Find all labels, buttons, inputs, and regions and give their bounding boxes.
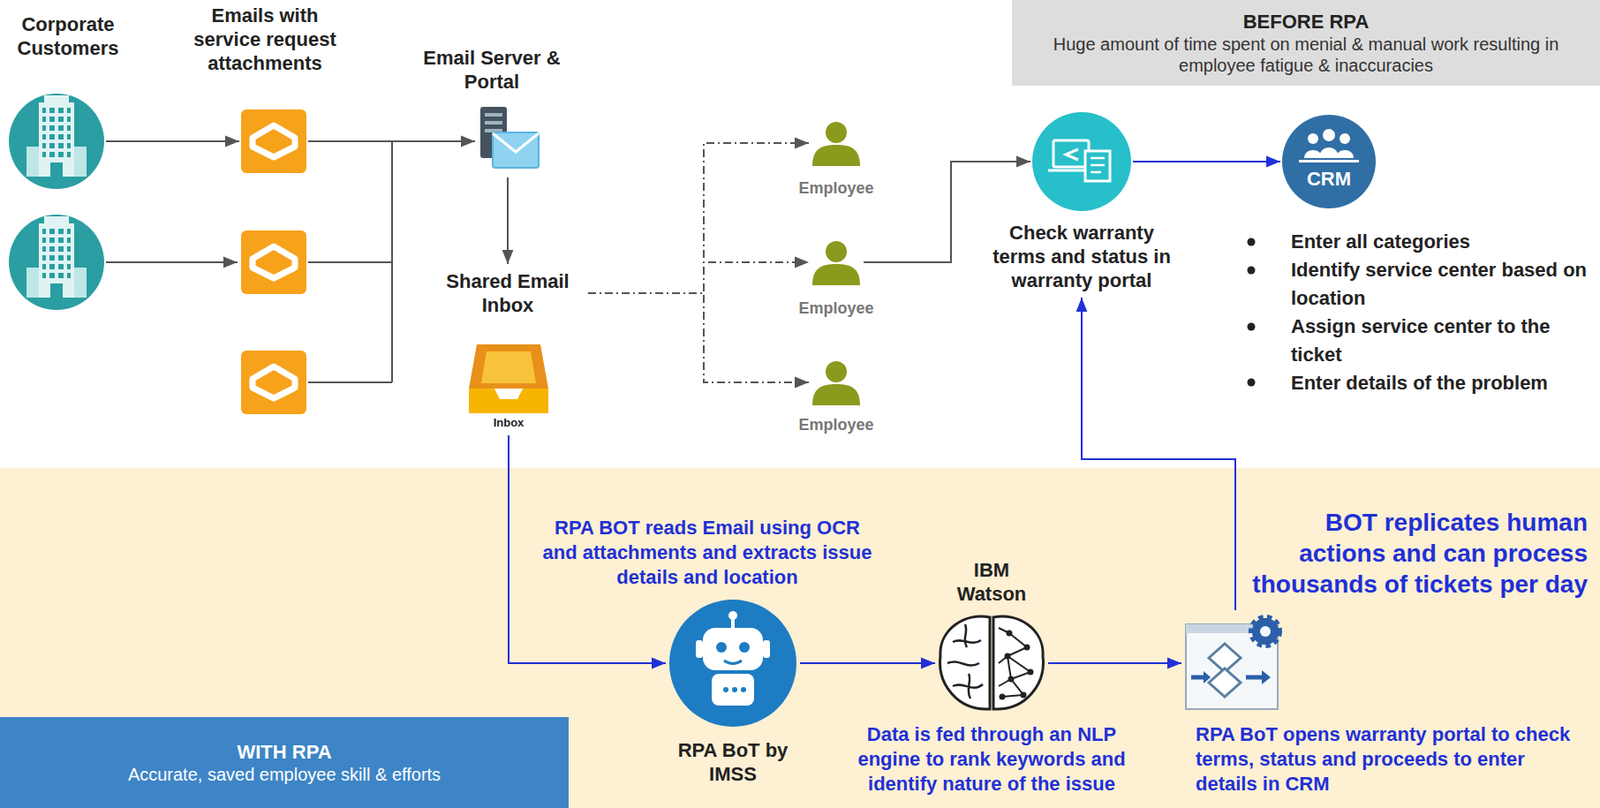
flow-connector xyxy=(1132,160,1281,163)
panel-body: Huge amount of time spent on menial & ma… xyxy=(1024,33,1588,76)
panel-heading: BEFORE RPA xyxy=(1243,9,1370,34)
email-icon: Emails with service request attachments xyxy=(241,109,307,174)
node-label: Employee xyxy=(778,298,894,318)
rpa-bot: RPA BoT by IMSS xyxy=(667,597,799,729)
edge-label: RPA BOT reads Email using OCR and attach… xyxy=(539,515,876,590)
inbox-icon xyxy=(468,344,549,434)
before-panel: BEFORE RPAHuge amount of time spent on m… xyxy=(1011,0,1600,86)
icon-label: Data is fed through an NLP engine to ran… xyxy=(837,722,1147,797)
email-icon xyxy=(241,230,307,295)
node-label: Employee xyxy=(778,178,894,198)
flow-connector xyxy=(105,140,240,143)
panel-body: Accurate, saved employee skill & efforts xyxy=(128,763,441,785)
brain-icon xyxy=(940,616,1044,710)
node-label: Email Server & Portal xyxy=(421,45,563,94)
icon-label: Inbox xyxy=(473,415,544,431)
bullet-list: Enter all categoriesIdentify service cen… xyxy=(1290,227,1592,398)
employee-icon: Employee xyxy=(810,236,862,288)
crm-system: CRMEnter all categoriesIdentify service … xyxy=(1282,114,1376,209)
rpa-band xyxy=(0,467,1600,808)
warranty-portal: Check warranty terms and status in warra… xyxy=(1032,112,1132,212)
employee-icon: Employee xyxy=(810,117,862,169)
node-label: RPA BoT opens warranty portal to check t… xyxy=(1195,722,1586,797)
node-label: Emails with service request attachments xyxy=(176,3,354,76)
node-label: Shared Email Inbox xyxy=(432,269,583,317)
automation-process: RPA BoT opens warranty portal to check t… xyxy=(1183,611,1288,715)
bullet-item: Identify service center based on locatio… xyxy=(1290,256,1592,313)
email-icon xyxy=(241,350,307,415)
flow-connector xyxy=(800,662,936,665)
flow-connector xyxy=(308,140,476,143)
building-icon xyxy=(8,214,105,310)
flow-connector xyxy=(588,143,809,294)
flow-connector xyxy=(506,177,509,265)
warranty-portal-icon xyxy=(1032,112,1132,212)
flow-connector xyxy=(1081,297,1236,611)
crm-icon xyxy=(1282,114,1376,209)
employee-icon xyxy=(812,361,861,406)
server-icon: Email Server & Portal xyxy=(476,106,539,176)
node-label: RPA BoT by IMSS xyxy=(671,738,795,786)
robot-icon xyxy=(669,599,797,727)
node-label: Check warranty terms and status in warra… xyxy=(983,220,1180,293)
server-icon xyxy=(480,106,539,168)
merge-wires xyxy=(105,141,393,383)
edge-label: BOT replicates human actions and can pro… xyxy=(1243,506,1590,600)
email-icon xyxy=(241,109,307,174)
panel-heading: WITH RPA xyxy=(236,739,332,764)
bullet-item: Assign service center to the ticket xyxy=(1290,312,1592,370)
customer-icon: Corporate Customers xyxy=(8,93,105,189)
automation-icon xyxy=(1185,618,1279,710)
flow-connector xyxy=(1048,662,1182,665)
flow-connector xyxy=(588,262,809,294)
employee-icon xyxy=(812,241,861,286)
bullet-dots xyxy=(1247,238,1256,387)
flow-connector xyxy=(588,293,809,383)
building-icon xyxy=(8,93,105,189)
inbox-icon: Shared Email InboxInbox xyxy=(468,341,549,434)
employee-icon: Employee xyxy=(810,356,862,408)
bullet-item: Enter all categories xyxy=(1290,227,1592,257)
node-label: CRM xyxy=(1293,167,1365,191)
employee-icon xyxy=(812,121,861,167)
nlp-engine: IBM WatsonData is fed through an NLP eng… xyxy=(936,611,1047,715)
with-panel: WITH RPAAccurate, saved employee skill &… xyxy=(0,716,569,808)
node-label: Employee xyxy=(778,415,894,435)
bullet-item: Enter details of the problem xyxy=(1290,369,1592,398)
node-label: IBM Watson xyxy=(938,558,1045,606)
node-label: Corporate Customers xyxy=(1,12,135,61)
